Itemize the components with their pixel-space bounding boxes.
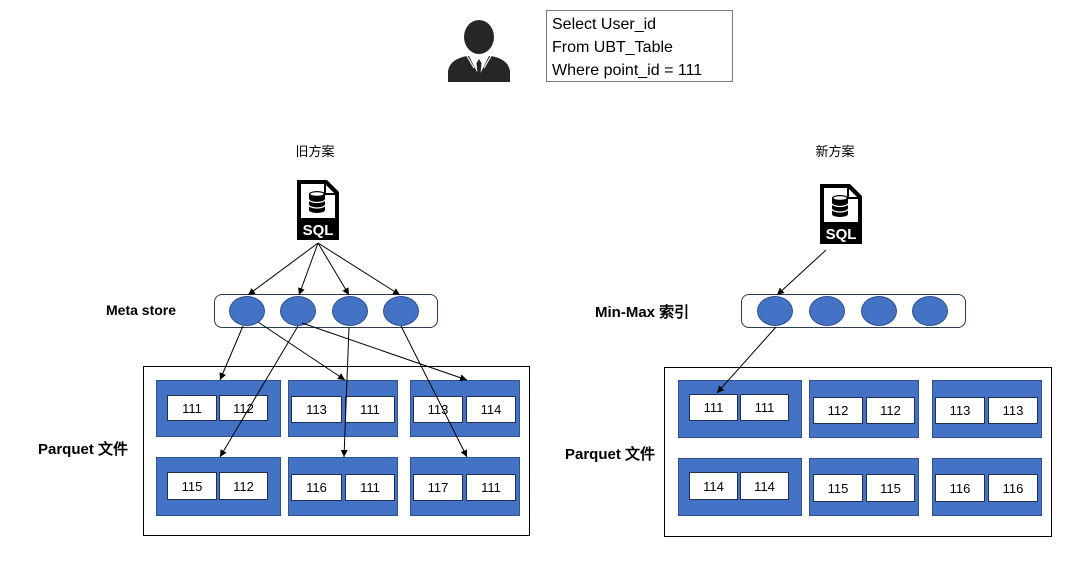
- max-value-cell: 112: [219, 395, 268, 421]
- max-value-cell: 111: [345, 396, 395, 423]
- min-max-index-entry: [861, 296, 897, 326]
- max-value-cell: 114: [466, 396, 516, 423]
- max-value-cell: 115: [866, 474, 915, 502]
- min-max-index-entry: [809, 296, 845, 326]
- max-value-cell: 111: [345, 474, 395, 501]
- parquet-file-block: 115 112: [156, 457, 281, 516]
- sql-query-box: Select User_id From UBT_Table Where poin…: [546, 10, 733, 82]
- new-scheme-title: 新方案: [815, 144, 855, 159]
- min-max-index-entry: [757, 296, 793, 326]
- meta-store-entry: [280, 296, 316, 326]
- meta-store-entry: [383, 296, 419, 326]
- sql-file-icon: SQL: [297, 180, 339, 240]
- sql-to-index-arrow: [776, 249, 827, 296]
- query-line-where: Where point_id = 111: [552, 62, 703, 79]
- parquet-file-block: 113 114: [410, 380, 520, 437]
- max-value-cell: 113: [988, 397, 1038, 424]
- min-value-cell: 116: [935, 474, 985, 502]
- min-value-cell: 112: [813, 397, 863, 424]
- min-value-cell: 111: [689, 394, 738, 421]
- sql-icon-label: SQL: [826, 226, 857, 243]
- max-value-cell: 112: [219, 472, 268, 500]
- person-icon: [448, 20, 510, 82]
- max-value-cell: 114: [740, 472, 789, 500]
- sql-to-meta-arrow: [298, 242, 319, 296]
- parquet-file-block: 111 111: [678, 380, 802, 438]
- old-parquet-files-label: Parquet 文件: [38, 441, 129, 458]
- old-scheme-title: 旧方案: [295, 144, 335, 159]
- parquet-file-block: 113 113: [932, 380, 1042, 438]
- parquet-file-block: 112 112: [809, 380, 919, 438]
- parquet-file-block: 117 111: [410, 457, 520, 516]
- min-value-cell: 116: [291, 474, 342, 501]
- sql-file-icon: SQL: [820, 184, 862, 244]
- meta-store-entry: [332, 296, 368, 326]
- sql-icon-label: SQL: [303, 222, 334, 239]
- max-value-cell: 111: [740, 394, 789, 421]
- parquet-file-block: 116 116: [932, 458, 1042, 516]
- min-value-cell: 113: [935, 397, 985, 424]
- sql-to-meta-arrow: [317, 242, 350, 296]
- min-value-cell: 115: [167, 472, 217, 500]
- meta-store-entry: [229, 296, 265, 326]
- new-parquet-files-label: Parquet 文件: [565, 446, 656, 463]
- meta-store-label: Meta store: [106, 302, 177, 318]
- min-value-cell: 111: [167, 395, 217, 421]
- parquet-file-block: 116 111: [288, 457, 398, 516]
- sql-to-meta-arrow: [317, 242, 401, 296]
- max-value-cell: 116: [988, 474, 1038, 502]
- max-value-cell: 112: [866, 397, 915, 424]
- min-max-index-label: Min-Max 索引: [595, 304, 690, 321]
- sql-to-meta-arrow: [247, 242, 319, 296]
- parquet-file-block: 111 112: [156, 380, 281, 437]
- min-value-cell: 115: [813, 474, 863, 502]
- min-value-cell: 114: [689, 472, 738, 500]
- query-line-select: Select User_id: [552, 16, 657, 33]
- min-value-cell: 117: [413, 474, 463, 501]
- parquet-file-block: 114 114: [678, 458, 802, 516]
- parquet-file-block: 115 115: [809, 458, 919, 516]
- query-line-from: From UBT_Table: [552, 39, 673, 56]
- parquet-file-block: 113 111: [288, 380, 398, 437]
- max-value-cell: 111: [466, 474, 516, 501]
- min-value-cell: 113: [413, 396, 463, 423]
- min-max-index-entry: [912, 296, 948, 326]
- min-value-cell: 113: [291, 396, 342, 423]
